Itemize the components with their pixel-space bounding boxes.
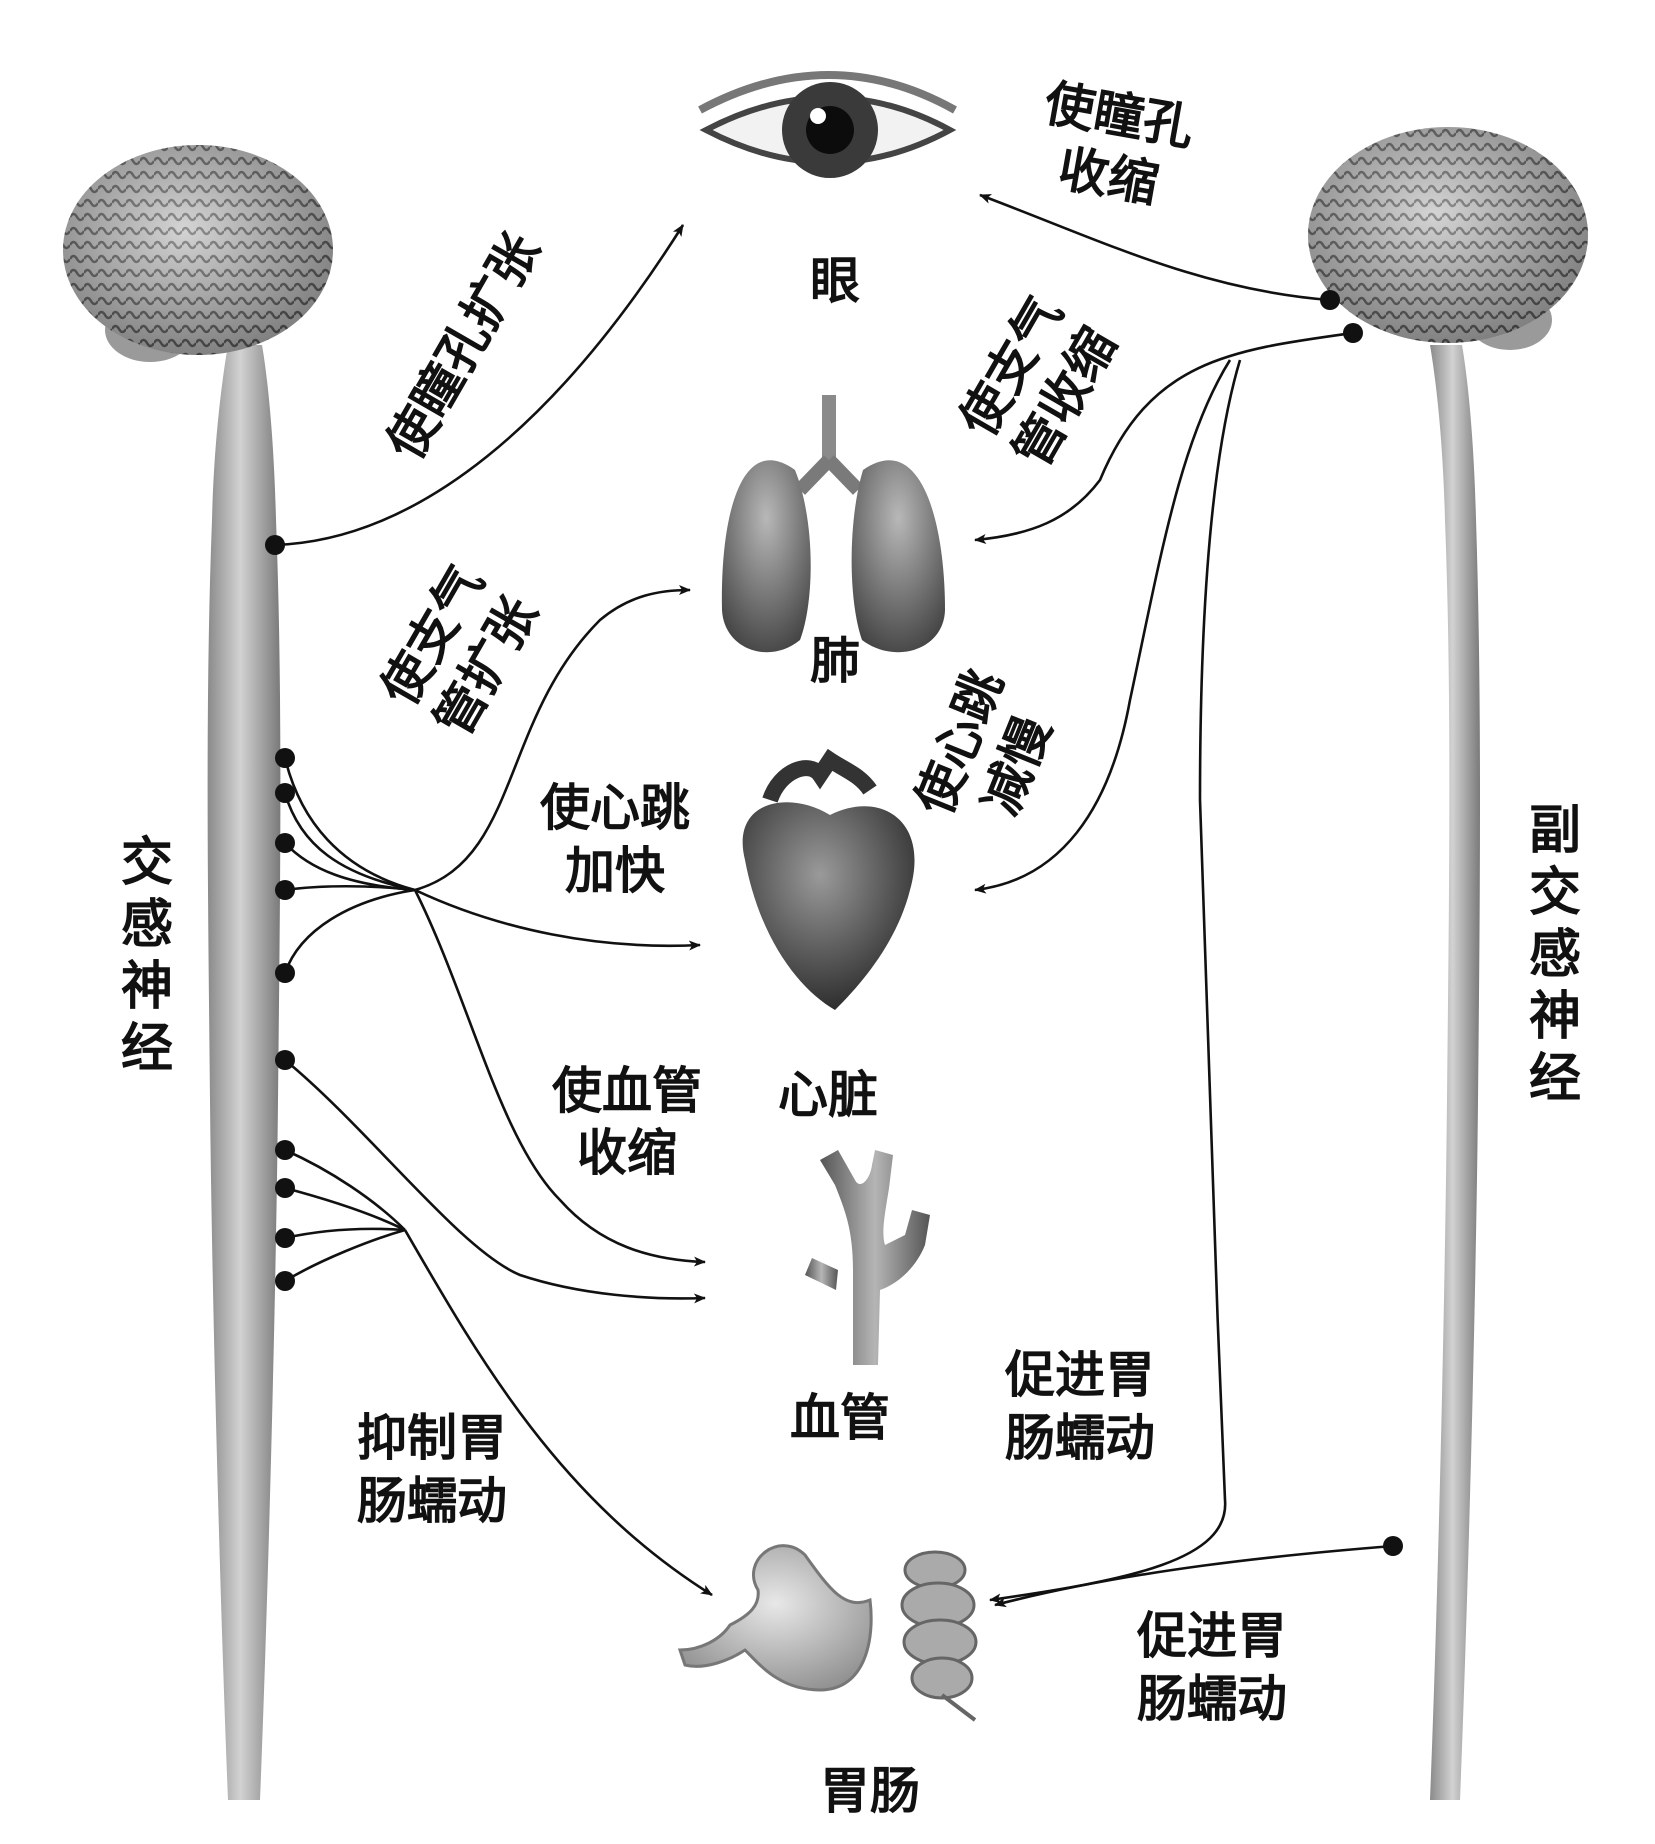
effect-symp-lung: 使支气 管扩张 <box>370 556 549 746</box>
symp-gut-branch-4 <box>284 1228 406 1283</box>
organ-label-gut: 胃肠 <box>820 1762 920 1820</box>
svg-text:促进胃: 促进胃 <box>1136 1607 1287 1665</box>
svg-text:使血管: 使血管 <box>552 1062 702 1120</box>
right-brain-spinal-cord <box>1308 127 1588 1800</box>
effect-symp-vessel: 使血管 收缩 <box>552 1062 702 1182</box>
symp-eye-origin <box>265 535 285 555</box>
organ-label-eye: 眼 <box>810 252 860 310</box>
left-brain-spinal-cord <box>63 145 333 1800</box>
effect-para-gut-lower: 促进胃 肠蠕动 <box>1136 1607 1287 1728</box>
lung-illustration <box>721 395 945 653</box>
symp-branch-5 <box>283 888 416 974</box>
svg-text:使心跳: 使心跳 <box>540 779 690 837</box>
symp-origin-7 <box>275 1140 295 1160</box>
symp-gut-branch-2 <box>284 1186 406 1232</box>
para-char-1: 副 <box>1529 801 1581 861</box>
para-char-2: 交 <box>1529 863 1581 923</box>
symp-origin-5 <box>275 963 295 983</box>
para-lung-path <box>974 331 1354 544</box>
symp-origin-1 <box>275 748 295 768</box>
effect-symp-heart: 使心跳 加快 <box>540 779 690 900</box>
svg-text:加快: 加快 <box>565 842 666 900</box>
effect-para-lung: 使支气 管收缩 <box>949 287 1128 477</box>
svg-text:肠蠕动: 肠蠕动 <box>357 1472 507 1530</box>
symp-origin-8 <box>275 1178 295 1198</box>
symp-char-3: 神 <box>121 957 173 1017</box>
sympathetic-label: 交 感 神 经 <box>121 833 173 1079</box>
svg-text:肠蠕动: 肠蠕动 <box>1137 1670 1287 1728</box>
svg-text:抑制胃: 抑制胃 <box>357 1409 507 1467</box>
para-char-4: 神 <box>1529 987 1581 1047</box>
effect-para-heart: 使心跳 减慢 <box>904 662 1062 823</box>
organ-label-heart: 心脏 <box>778 1066 878 1124</box>
para-visceral-origin <box>1343 323 1363 343</box>
symp-gut-branch-1 <box>284 1148 406 1231</box>
svg-text:促进胃: 促进胃 <box>1004 1346 1155 1404</box>
symp-origin-2 <box>275 783 295 803</box>
para-eye-path <box>979 193 1331 302</box>
svg-text:收缩: 收缩 <box>1054 139 1163 213</box>
para-gut-lower-path <box>994 1544 1394 1608</box>
symp-char-2: 感 <box>121 895 173 955</box>
sympathetic-nerve-paths <box>265 224 713 1597</box>
stomach-intestine-illustration <box>677 1544 978 1722</box>
effect-para-gut-upper: 促进胃 肠蠕动 <box>1004 1346 1155 1467</box>
parasympathetic-nerve-paths <box>974 193 1403 1608</box>
symp-vessel-path-a <box>413 889 706 1267</box>
symp-char-1: 交 <box>121 833 173 893</box>
para-heart-path <box>974 359 1232 894</box>
symp-eye-path <box>274 224 685 547</box>
para-sacral-origin <box>1383 1536 1403 1556</box>
symp-gut-path <box>403 1229 713 1597</box>
para-char-5: 经 <box>1529 1049 1581 1109</box>
eye-illustration <box>698 71 957 178</box>
effect-symp-gut: 抑制胃 肠蠕动 <box>357 1409 507 1530</box>
symp-char-4: 经 <box>121 1019 173 1079</box>
symp-origin-10 <box>275 1271 295 1291</box>
symp-origin-3 <box>275 833 295 853</box>
organ-label-vessel: 血管 <box>790 1389 890 1447</box>
symp-branch-2 <box>283 792 416 892</box>
symp-origin-9 <box>275 1228 295 1248</box>
para-eye-origin <box>1320 290 1340 310</box>
effect-para-eye: 使瞳孔 收缩 <box>1040 74 1198 214</box>
symp-branch-1 <box>283 757 416 892</box>
parasympathetic-label: 副 交 感 神 经 <box>1529 801 1581 1109</box>
svg-text:收缩: 收缩 <box>577 1124 677 1182</box>
organ-label-lung: 肺 <box>810 632 860 690</box>
blood-vessel-illustration <box>805 1150 930 1365</box>
svg-text:使瞳孔扩张: 使瞳孔扩张 <box>376 224 551 470</box>
para-char-3: 感 <box>1529 925 1581 985</box>
symp-gut-branch-3 <box>284 1227 406 1240</box>
symp-lung-path <box>414 585 691 892</box>
symp-origin-4 <box>275 880 295 900</box>
effect-symp-eye: 使瞳孔扩张 <box>376 224 551 470</box>
para-gut-upper-path <box>989 359 1242 1604</box>
symp-origin-6 <box>275 1050 295 1070</box>
symp-vessel-path-b <box>284 1058 706 1304</box>
svg-text:肠蠕动: 肠蠕动 <box>1005 1409 1155 1467</box>
heart-illustration <box>742 748 915 1010</box>
symp-heart-path <box>414 888 701 951</box>
symp-branch-4 <box>284 884 416 892</box>
